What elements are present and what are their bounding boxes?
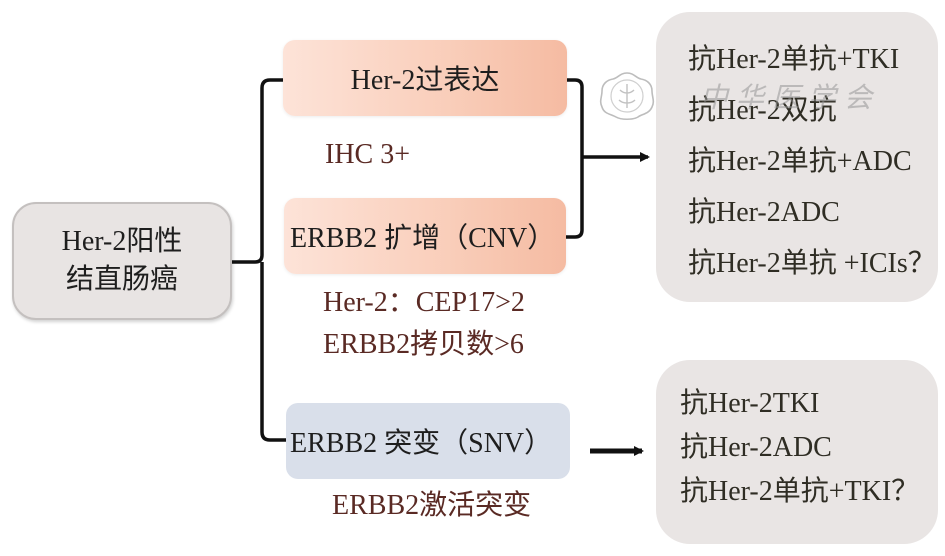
- criteria-line: IHC 3+: [325, 139, 411, 170]
- therapy-item: 抗Her-2单抗+TKI: [688, 44, 900, 75]
- branch-erbb2-mutation: ERBB2 突变（SNV）: [286, 403, 570, 479]
- therapy-item: 抗Her-2ADC: [688, 197, 840, 228]
- branch-label: ERBB2 扩增（CNV）: [290, 223, 556, 254]
- therapy-item: 抗Her-2单抗+ADC: [688, 146, 912, 177]
- root-line-2: 结直肠癌: [65, 264, 178, 295]
- therapy-item: 抗Her-2TKI: [680, 388, 820, 419]
- society-seal-icon: [599, 72, 655, 121]
- criteria-line: Her-2：CEP17>2: [323, 287, 525, 318]
- branch-her2-overexpression: Her-2过表达: [283, 40, 567, 116]
- criteria-line: ERBB2拷贝数>6: [323, 329, 524, 360]
- criteria-amplification: Her-2：CEP17>2 ERBB2拷贝数>6: [323, 282, 525, 366]
- therapy-item: 抗Her-2单抗 +ICIs？: [688, 248, 936, 279]
- branch-erbb2-amplification: ERBB2 扩增（CNV）: [284, 198, 566, 274]
- root-bracket: [232, 78, 288, 442]
- therapy-box-erbb2-mutation: 抗Her-2TKI 抗Her-2ADC 抗Her-2单抗+TKI？: [656, 360, 938, 544]
- therapy-box-her2-overexpression-amplification: 抗Her-2单抗+TKI 抗Her-2双抗 抗Her-2单抗+ADC 抗Her-…: [656, 12, 938, 302]
- criteria-line: ERBB2激活突变: [332, 490, 532, 521]
- merge-bracket: [566, 78, 584, 239]
- branch-label: ERBB2 突变（SNV）: [290, 428, 553, 459]
- therapy-item: 抗Her-2单抗+TKI？: [680, 476, 920, 507]
- branch-label: Her-2过表达: [350, 65, 500, 96]
- therapy-item: 抗Her-2双抗: [688, 95, 837, 126]
- criteria-mutation: ERBB2激活突变: [332, 485, 531, 527]
- root-line-1: Her-2阳性: [61, 226, 183, 257]
- therapy-item: 抗Her-2ADC: [680, 432, 832, 463]
- criteria-overexpression: IHC 3+: [325, 134, 410, 176]
- root-node-her2-positive-crc: Her-2阳性 结直肠癌: [12, 202, 232, 320]
- watermark-text: 中华医学会: [700, 83, 881, 114]
